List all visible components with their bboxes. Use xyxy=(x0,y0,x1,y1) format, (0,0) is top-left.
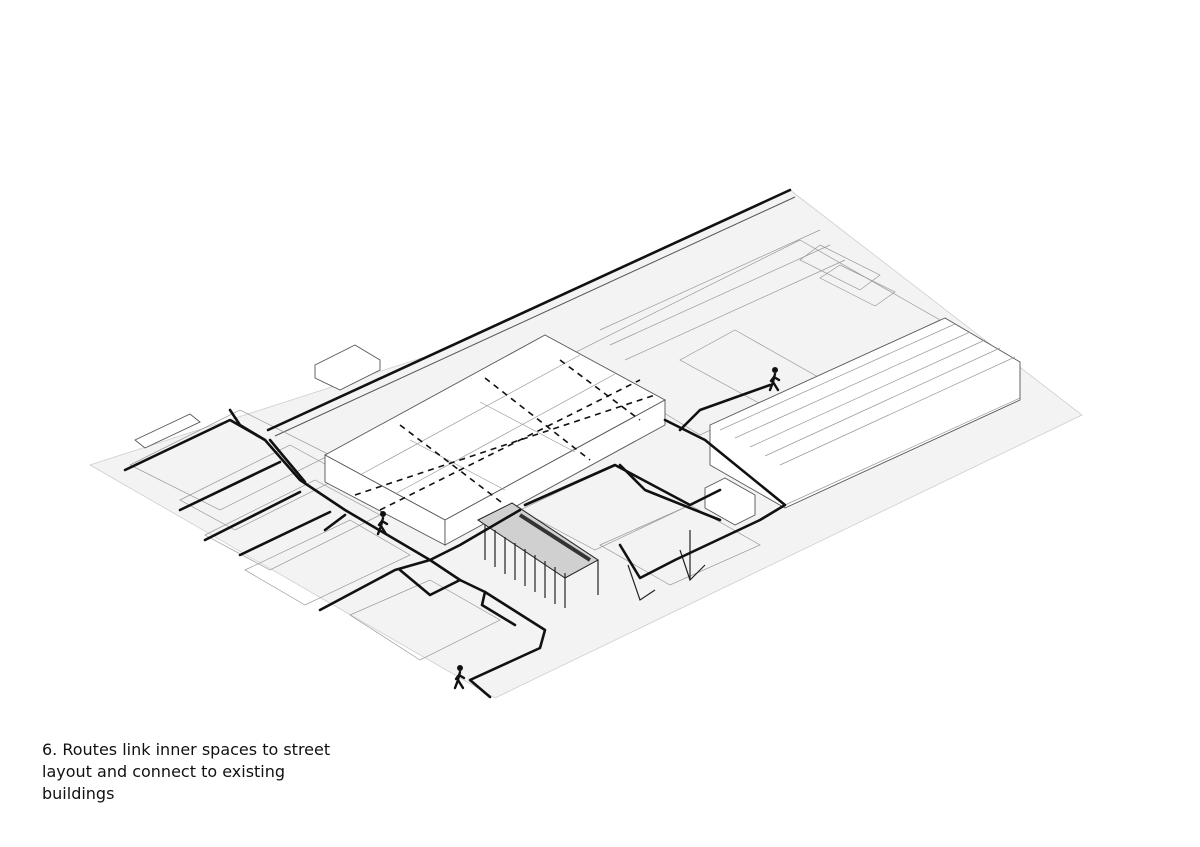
diagram-caption: 6. Routes link inner spaces to street la… xyxy=(42,739,382,805)
inner-space-links xyxy=(354,359,656,511)
caption-line-2: layout and connect to existing xyxy=(42,762,286,781)
pedestrian-icon xyxy=(453,665,466,690)
caption-line-1: 6. Routes link inner spaces to street xyxy=(42,740,331,759)
pedestrian-icon xyxy=(768,367,781,392)
existing-shed-buildings xyxy=(709,317,1021,509)
canopy-structure xyxy=(477,502,599,608)
pedestrian-icon xyxy=(376,511,389,536)
caption-line-3: buildings xyxy=(42,784,115,803)
route-network xyxy=(123,188,792,699)
lot-grid-west xyxy=(129,344,501,661)
installations xyxy=(627,530,706,601)
